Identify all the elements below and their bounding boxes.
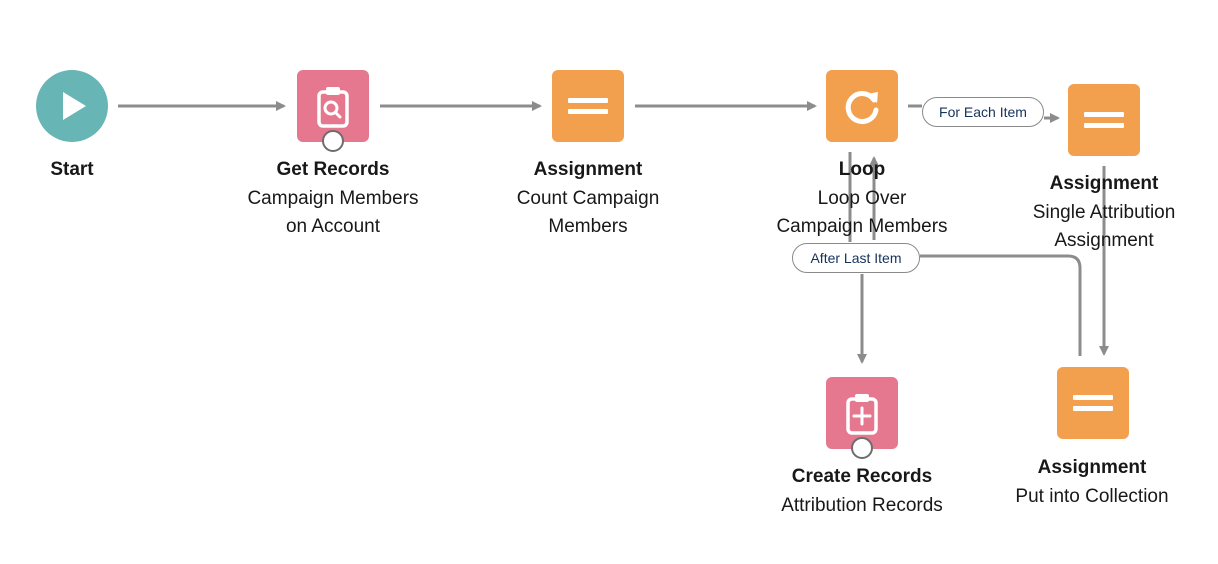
get-records-line-1: Campaign Members	[247, 187, 419, 209]
start-node[interactable]	[36, 70, 108, 142]
clipboard-search-icon	[317, 87, 349, 128]
start-label: Start	[0, 156, 182, 185]
single-assignment-title: Assignment	[1049, 173, 1159, 194]
get-records-title: Get Records	[276, 159, 390, 180]
equals-icon	[1084, 112, 1124, 128]
loop-title: Loop	[838, 159, 886, 180]
count-assignment-line-2: Members	[548, 216, 628, 237]
single-assignment-label: Assignment Single Attribution Assignment	[994, 170, 1214, 256]
get-records-line-2: on Account	[285, 216, 381, 237]
for-each-item-label[interactable]: For Each Item	[922, 97, 1044, 127]
loop-line-2: Campaign Members	[776, 216, 948, 237]
loop-label: Loop Loop Over Campaign Members	[752, 156, 972, 242]
equals-icon	[568, 98, 608, 114]
collection-assignment-line-1: Put into Collection	[1015, 485, 1169, 507]
collection-assignment-node[interactable]	[1057, 367, 1129, 439]
edge-collection-back-to-loop	[920, 254, 1082, 356]
count-assignment-line-1: Count Campaign	[516, 187, 660, 209]
start-title: Start	[50, 159, 94, 180]
after-last-item-label[interactable]: After Last Item	[792, 243, 920, 273]
loop-line-1: Loop Over	[817, 187, 907, 209]
single-assignment-node[interactable]	[1068, 84, 1140, 156]
play-icon	[63, 92, 86, 120]
single-assignment-line-2: Assignment	[1054, 230, 1154, 251]
create-records-line-1: Attribution Records	[781, 494, 943, 516]
clipboard-plus-icon	[846, 394, 878, 435]
count-assignment-label: Assignment Count Campaign Members	[478, 156, 698, 242]
count-assignment-title: Assignment	[533, 159, 643, 180]
count-assignment-node[interactable]	[552, 70, 624, 142]
create-records-label: Create Records Attribution Records	[752, 463, 972, 520]
get-records-label: Get Records Campaign Members on Account	[223, 156, 443, 242]
loop-arrow-icon	[845, 91, 879, 125]
create-records-title: Create Records	[791, 466, 933, 487]
get-records-fault-connector[interactable]	[322, 130, 344, 152]
equals-icon	[1073, 395, 1113, 411]
collection-assignment-label: Assignment Put into Collection	[982, 454, 1202, 511]
single-assignment-line-1: Single Attribution	[1032, 201, 1176, 223]
create-records-fault-connector[interactable]	[851, 437, 873, 459]
collection-assignment-title: Assignment	[1037, 457, 1147, 478]
loop-node[interactable]	[826, 70, 898, 142]
